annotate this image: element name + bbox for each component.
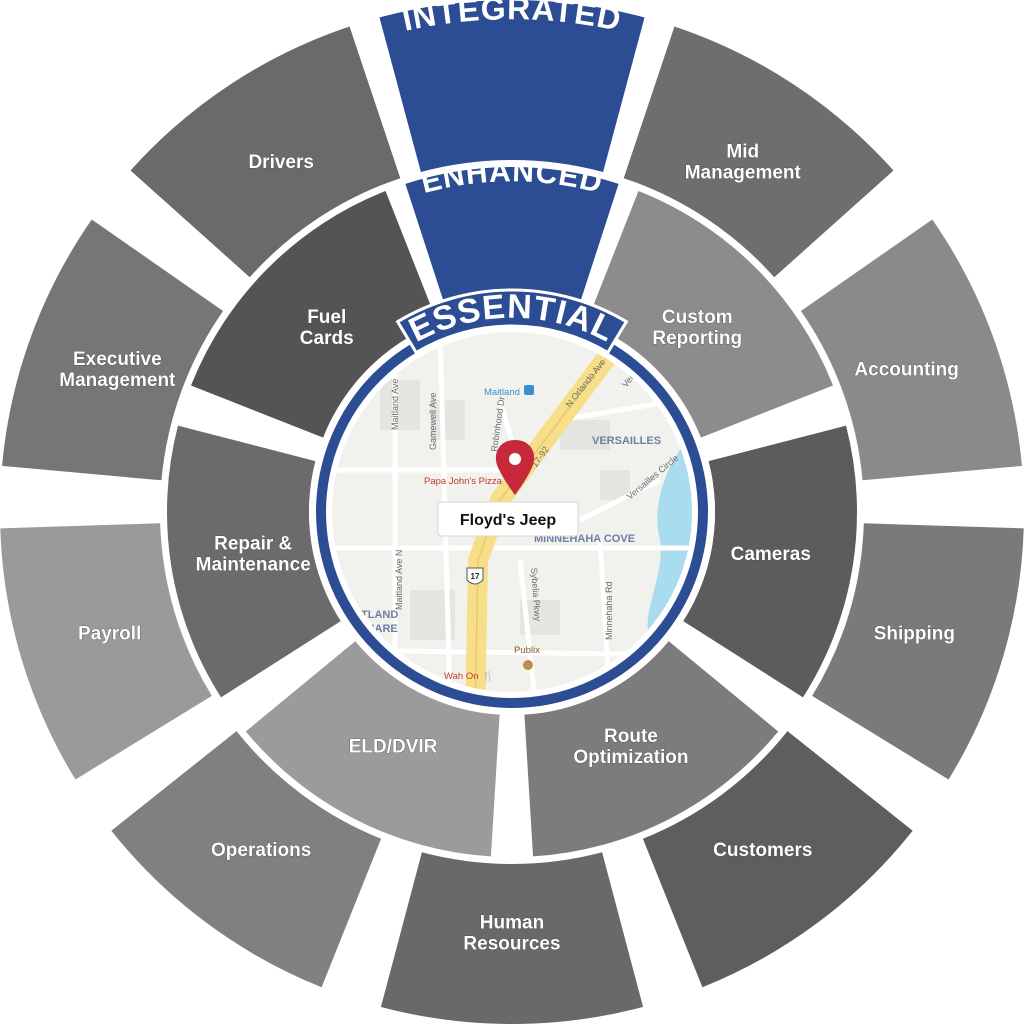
route-shield-number: 17 [471, 572, 480, 581]
street-label-maitland-ave: Maitland Ave [390, 379, 400, 430]
location-pin-icon [495, 440, 535, 495]
outer-label-payroll: Payroll [78, 623, 141, 644]
poi-label-publix: Publix [514, 645, 540, 656]
grocery-icon [523, 660, 533, 670]
outer-label-line: Resources [463, 934, 560, 955]
outer-label-line: Shipping [874, 623, 955, 644]
enhanced-tier-banner [405, 167, 619, 313]
middle-segment-cameras [683, 425, 857, 698]
outer-label-line: Management [59, 370, 176, 391]
outer-label-line: Drivers [248, 152, 314, 173]
outer-segment-human-resources [380, 852, 644, 1024]
middle-label-line: Maintenance [196, 554, 311, 575]
outer-label-line: Accounting [854, 359, 959, 380]
middle-segment-fuel-cards [191, 191, 438, 438]
location-label-box [437, 501, 579, 537]
poi-label-wah-on: Wah On [444, 671, 479, 682]
outer-segment-payroll [0, 523, 212, 780]
street-label-minnehaha-rd: Minnehaha Rd [604, 581, 614, 640]
middle-label-line: Reporting [652, 328, 742, 349]
outer-label-customers: Customers [713, 840, 812, 861]
route-17-shield: 17 [466, 567, 484, 585]
middle-label-line: Repair & [214, 533, 292, 554]
outer-label-line: Customers [713, 840, 812, 861]
outer-label-operations: Operations [211, 840, 311, 861]
middle-label-eld-dvir: ELD/DVIR [349, 736, 438, 757]
outer-label-line: Payroll [78, 623, 141, 644]
middle-label-line: Route [604, 726, 658, 747]
street-label-maitland-ave-n: Maitland Ave N [394, 550, 404, 610]
outer-label-shipping: Shipping [874, 623, 955, 644]
outer-label-line: Executive [73, 349, 162, 370]
middle-ring [167, 191, 857, 857]
outer-label-line: Operations [211, 840, 311, 861]
street-label-sybelia-pkwy: Sybelia Pkwy [529, 567, 543, 622]
outer-segment-executive-management [2, 219, 224, 481]
area-label-versailles: VERSAILLES [592, 435, 661, 447]
outer-label-line: Mid [726, 142, 759, 163]
integrated-tier-banner [379, 0, 645, 172]
essential-tier-banner [395, 288, 629, 355]
restaurant-icon: 🍴 [482, 670, 494, 682]
middle-segment-repair-maintenance [167, 425, 341, 698]
outer-segment-operations [111, 731, 382, 988]
outer-label-line: Management [685, 163, 802, 184]
middle-label-line: Custom [662, 307, 733, 328]
outer-ring [0, 26, 1024, 1024]
outer-label-line: Human [480, 913, 544, 934]
middle-label-line: Fuel [307, 307, 346, 328]
outer-segment-shipping [812, 523, 1024, 780]
poi-label-papa-johns: Papa John's Pizza [424, 476, 503, 487]
middle-label-repair-maintenance: Repair &Maintenance [196, 533, 311, 575]
poi-label-maitland-station: Maitland [484, 387, 520, 398]
middle-label-line: Cards [300, 328, 354, 349]
middle-label-cameras: Cameras [731, 544, 811, 565]
outer-segment-customers [642, 731, 913, 988]
middle-label-line: Cameras [731, 544, 811, 565]
station-icon [524, 385, 534, 395]
street-label-gamewell-ave: Gamewell Ave [428, 393, 438, 450]
middle-segment-custom-reporting [586, 191, 833, 438]
outer-segment-mid-management [623, 26, 894, 278]
outer-label-accounting: Accounting [854, 359, 959, 380]
middle-label-line: Optimization [573, 747, 688, 768]
middle-segment-eld-dvir [245, 641, 500, 857]
outer-label-drivers: Drivers [248, 152, 314, 173]
middle-segment-route-optimization [524, 641, 779, 857]
location-map: N Orlando Ave 17-92 Versailles Dr Maitla… [332, 332, 692, 692]
outer-segment-accounting [800, 219, 1022, 481]
middle-label-line: ELD/DVIR [349, 736, 438, 757]
outer-segment-drivers [130, 26, 401, 278]
location-label: Floyd's Jeep [460, 512, 557, 529]
